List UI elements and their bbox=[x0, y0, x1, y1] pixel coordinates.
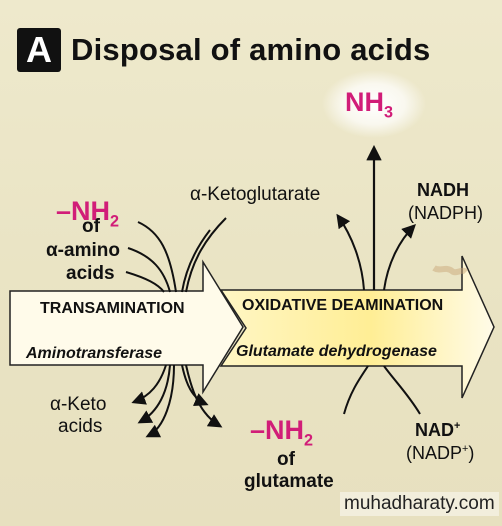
oxidative-deamination-label: OXIDATIVE DEAMINATION bbox=[242, 297, 444, 314]
nh3-text: NH bbox=[345, 87, 384, 117]
amino-group-text: –NH bbox=[56, 196, 111, 226]
curve-glutamate-in bbox=[343, 365, 369, 415]
oxidative-deamination-arrow bbox=[219, 255, 495, 399]
nad-text: NAD bbox=[415, 420, 454, 440]
nh3-glow bbox=[322, 70, 426, 138]
figure-title: Disposal of amino acids bbox=[71, 32, 431, 67]
glutamate-amino-group-subscript: 2 bbox=[304, 431, 314, 450]
curve-amino-in-1 bbox=[137, 221, 177, 293]
curve-ketoglutarate-in-2 bbox=[181, 229, 211, 293]
alpha-ketoglutarate-label: α-Ketoglutarate bbox=[190, 184, 321, 205]
of-label-2: of bbox=[277, 449, 295, 470]
arrow-to-ketoglutarate bbox=[336, 213, 365, 291]
curve-amino-in-3 bbox=[125, 271, 165, 293]
acids-label-1: acids bbox=[66, 263, 115, 284]
site-watermark: muhadharaty.com bbox=[340, 492, 499, 516]
curve-nad-in bbox=[383, 365, 421, 415]
arrow-to-nadh bbox=[383, 224, 416, 291]
curve-ketoglutarate-in-1 bbox=[185, 217, 227, 293]
nadp-text: (NADP bbox=[406, 443, 463, 463]
glutamate-amino-group-label: –NH2 bbox=[250, 415, 313, 450]
nadp-superscript: + bbox=[462, 443, 469, 455]
glutamate-label: glutamate bbox=[244, 471, 334, 492]
nadp-label: (NADP+) bbox=[406, 443, 474, 464]
amino-group-subscript: 2 bbox=[110, 212, 120, 231]
nh3-subscript: 3 bbox=[384, 103, 394, 122]
curve-keto-out-1 bbox=[131, 364, 167, 405]
alpha-keto-label: α-Keto bbox=[50, 394, 107, 415]
nadph-label: (NADPH) bbox=[408, 203, 483, 223]
acids-label-2: acids bbox=[58, 416, 103, 437]
alpha-amino-label: α-amino bbox=[46, 240, 120, 261]
glutamate-amino-group-text: –NH bbox=[250, 415, 305, 445]
curve-amino-in-2 bbox=[127, 247, 171, 293]
aminotransferase-label: Aminotransferase bbox=[26, 345, 163, 362]
paper-tear-mark bbox=[432, 265, 469, 276]
nadh-label: NADH bbox=[417, 180, 469, 200]
nh3-label: NH3 bbox=[345, 87, 393, 122]
transamination-label: TRANSAMINATION bbox=[40, 300, 185, 317]
amino-group-label: –NH2 bbox=[56, 196, 119, 231]
curve-keto-out-3 bbox=[145, 364, 175, 438]
nadp-close-paren: ) bbox=[468, 443, 475, 463]
glutamate-dehydrogenase-label: Glutamate dehydrogenase bbox=[236, 343, 437, 360]
curve-glutamate-out-2 bbox=[181, 364, 209, 407]
transamination-arrow bbox=[9, 259, 244, 395]
of-label-1: of bbox=[82, 216, 100, 237]
nad-label: NAD+ bbox=[415, 420, 460, 441]
curve-keto-out-2 bbox=[137, 364, 171, 424]
panel-badge: A bbox=[17, 28, 61, 72]
figure-header: A Disposal of amino acids bbox=[17, 27, 430, 73]
nad-superscript: + bbox=[454, 420, 461, 432]
